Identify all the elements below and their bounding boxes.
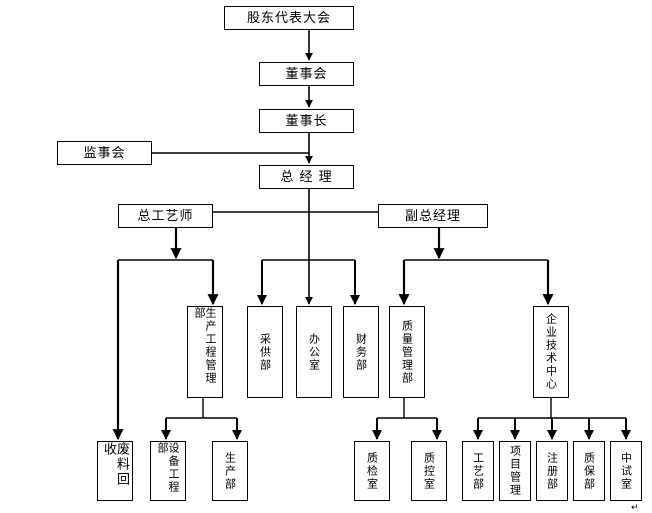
waste-recycling-box: 废料回收 [97, 441, 133, 501]
registration-label: 注册部 [545, 451, 559, 491]
enterprise-tech-center-box: 企业技术中心 [533, 306, 569, 398]
waste-recycling-label: 废料回收 [101, 442, 129, 487]
production-label: 生产部 [223, 451, 237, 491]
shareholders-meeting-label: 股东代表大会 [246, 10, 331, 26]
shareholders-meeting-box: 股东代表大会 [224, 6, 354, 30]
office-box: 办公室 [296, 306, 332, 398]
pilot-room-label: 中试室 [619, 451, 633, 491]
deputy-gm-label: 副总经理 [404, 208, 461, 224]
general-manager-box: 总 经 理 [259, 165, 354, 189]
pilot-room-box: 中试室 [610, 441, 642, 501]
board-label: 董事会 [285, 66, 328, 82]
chairman-label: 董事长 [285, 113, 328, 129]
finance-label: 财务部 [354, 332, 368, 372]
quality-inspection-box: 质检室 [354, 441, 390, 501]
procurement-box: 采供部 [247, 306, 283, 398]
quality-inspection-label: 质检室 [365, 451, 379, 491]
equipment-engineering-box: 设备工程部 [150, 441, 186, 501]
finance-box: 财务部 [343, 306, 379, 398]
chief-engineer-label: 总工艺师 [137, 208, 194, 224]
deputy-gm-box: 副总经理 [378, 204, 488, 228]
production-engineering-label: 生产工程管理部 [193, 307, 217, 385]
supervisory-board-label: 监事会 [83, 145, 126, 161]
quality-management-box: 质量管理部 [389, 306, 425, 398]
production-engineering-box: 生产工程管理部 [187, 306, 223, 398]
office-label: 办公室 [307, 332, 321, 372]
paragraph-mark: ↵ [631, 503, 639, 513]
quality-management-label: 质量管理部 [400, 319, 414, 385]
board-box: 董事会 [259, 62, 354, 86]
quality-assurance-label: 质保部 [582, 451, 596, 491]
equipment-engineering-label: 设备工程部 [156, 442, 180, 494]
supervisory-board-box: 监事会 [57, 141, 152, 165]
process-box: 工艺部 [462, 441, 494, 501]
general-manager-label: 总 经 理 [280, 169, 333, 185]
procurement-label: 采供部 [258, 332, 272, 372]
production-box: 生产部 [212, 441, 248, 501]
quality-control-label: 质控室 [422, 451, 436, 491]
project-management-box: 项目管理 [499, 441, 531, 501]
chairman-box: 董事长 [259, 109, 354, 133]
chief-engineer-box: 总工艺师 [118, 204, 213, 228]
quality-control-box: 质控室 [411, 441, 447, 501]
registration-box: 注册部 [536, 441, 568, 501]
quality-assurance-box: 质保部 [573, 441, 605, 501]
process-label: 工艺部 [471, 451, 485, 491]
enterprise-tech-center-label: 企业技术中心 [544, 313, 558, 391]
project-management-label: 项目管理 [508, 445, 522, 497]
